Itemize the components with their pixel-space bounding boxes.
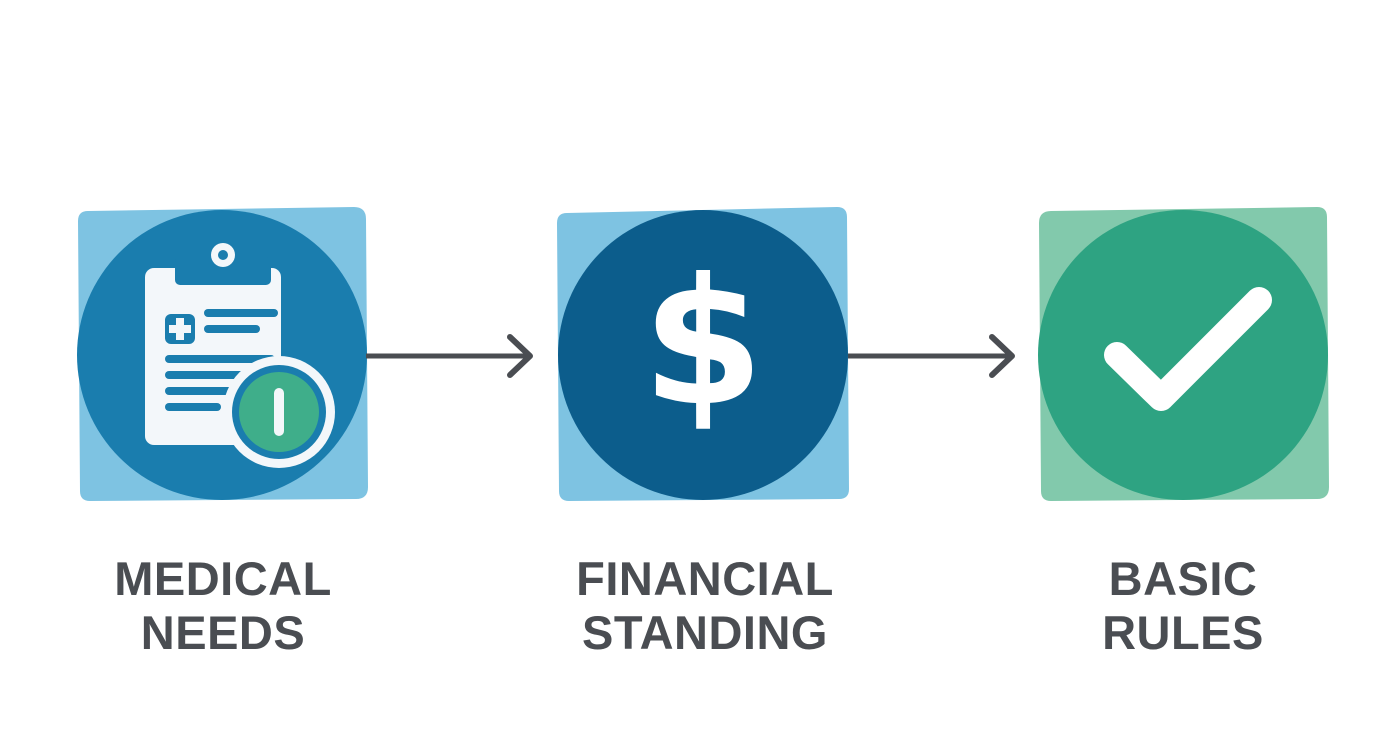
financial-standing-label: FINANCIAL STANDING xyxy=(525,552,885,660)
basic-rules-label-line1: BASIC xyxy=(1108,552,1258,605)
checkmark-icon xyxy=(1104,287,1272,411)
medical-needs-label: MEDICAL NEEDS xyxy=(43,552,403,660)
basic-rules-label-line2: RULES xyxy=(1102,606,1264,659)
financial-standing-tile: $ xyxy=(557,207,849,501)
basic-rules-circle xyxy=(1038,210,1328,500)
basic-rules-label: BASIC RULES xyxy=(1003,552,1363,660)
medical-needs-tile xyxy=(77,207,368,501)
financial-standing-label-line2: STANDING xyxy=(582,606,828,659)
step-financial-standing: $ xyxy=(557,205,849,503)
alert-badge-icon xyxy=(223,356,335,468)
basic-rules-tile xyxy=(1038,207,1329,501)
financial-standing-circle xyxy=(558,210,848,500)
dollar-sign-icon: $ xyxy=(642,242,764,445)
clipboard-medical-icon xyxy=(145,243,281,445)
medical-needs-label-line2: NEEDS xyxy=(140,606,306,659)
financial-standing-label-line1: FINANCIAL xyxy=(576,552,834,605)
medical-needs-label-line1: MEDICAL xyxy=(114,552,332,605)
step-basic-rules xyxy=(1037,205,1329,503)
step-medical-needs xyxy=(76,205,368,503)
arrow-right-icon xyxy=(366,334,533,378)
arrow-right-icon xyxy=(848,334,1015,378)
